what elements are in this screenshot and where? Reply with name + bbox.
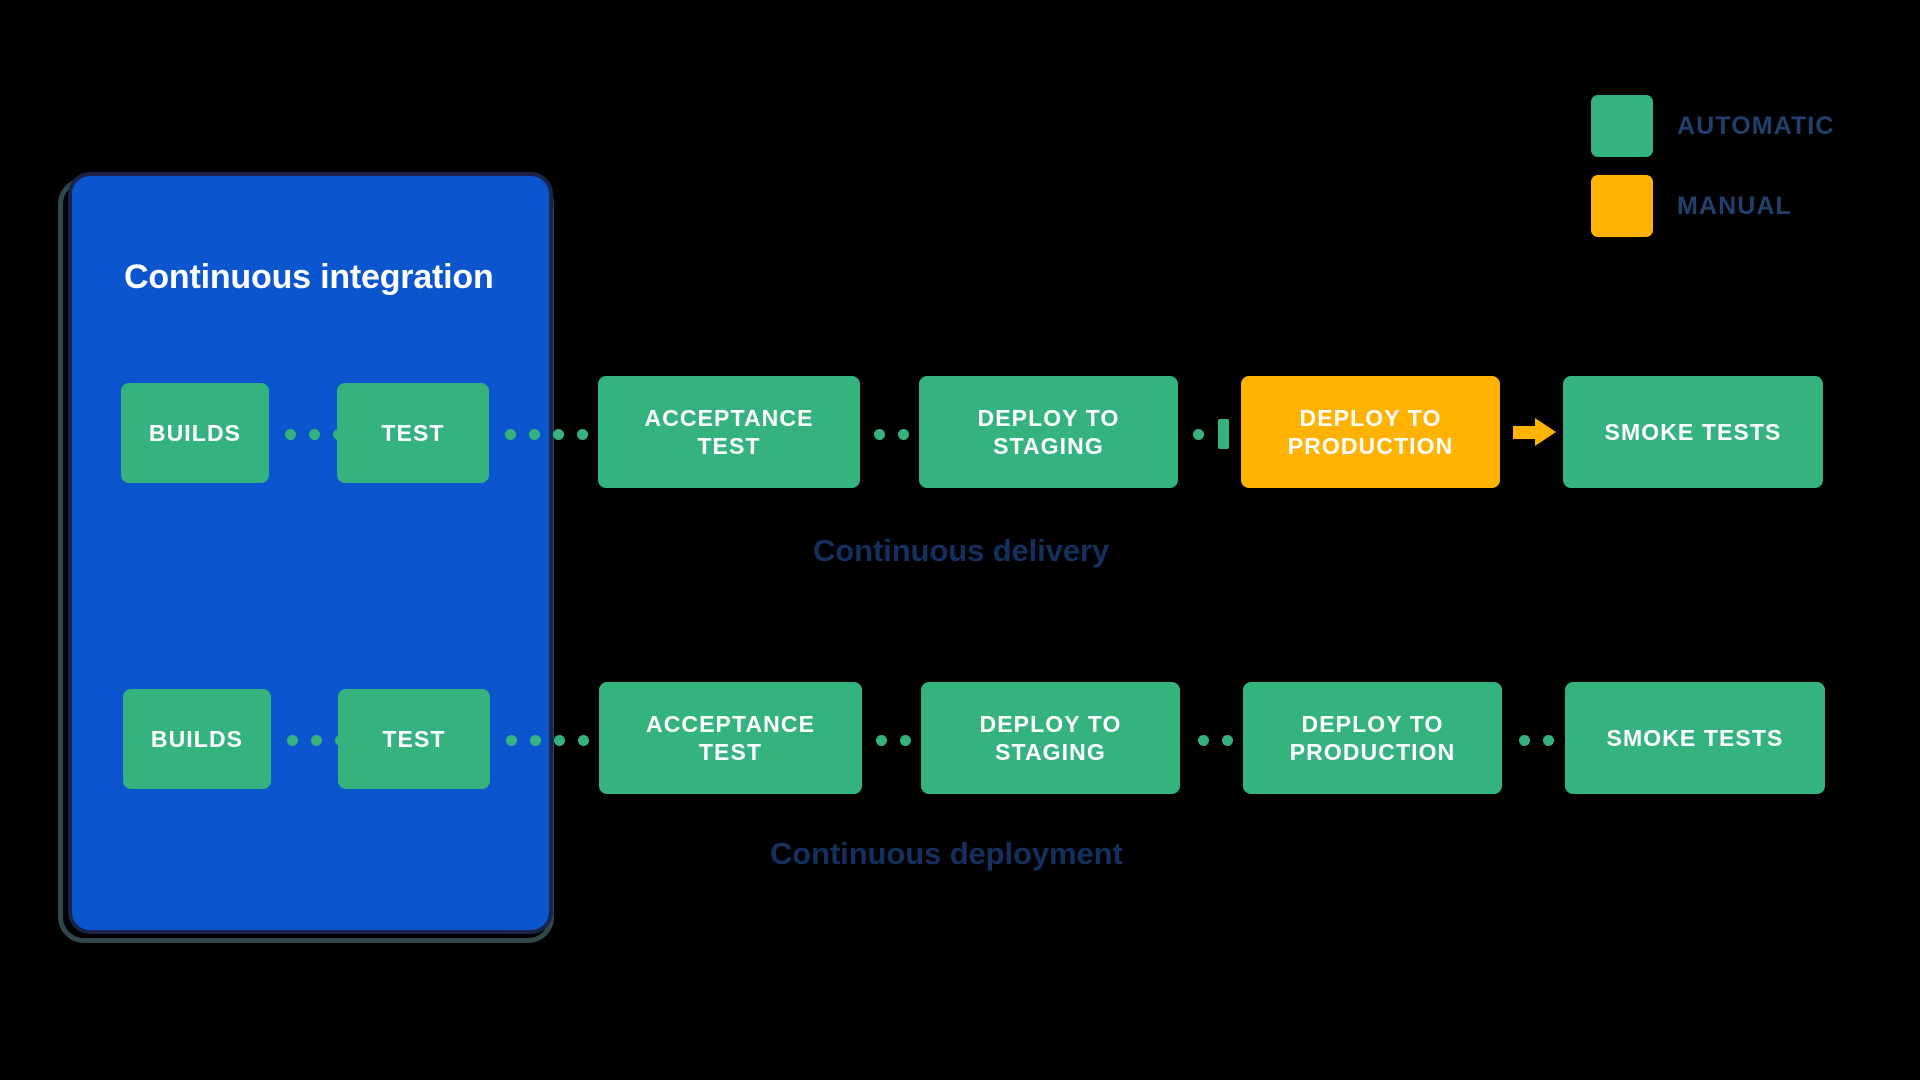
- stage-label: DEPLOY TO PRODUCTION: [1289, 710, 1456, 765]
- stage-label: TEST: [382, 725, 446, 752]
- legend-label-manual: MANUAL: [1677, 191, 1792, 220]
- stage-acceptance-test-delivery[interactable]: ACCEPTANCE TEST: [598, 376, 860, 488]
- stage-acceptance-test-deployment[interactable]: ACCEPTANCE TEST: [599, 682, 862, 794]
- stage-label: DEPLOY TO STAGING: [979, 710, 1122, 765]
- legend-item-automatic: AUTOMATIC: [1591, 95, 1835, 157]
- caption-continuous-delivery: Continuous delivery: [813, 533, 1110, 568]
- stage-label: ACCEPTANCE TEST: [645, 710, 816, 765]
- stage-deploy-production-delivery[interactable]: DEPLOY TO PRODUCTION: [1241, 376, 1500, 488]
- stage-label: DEPLOY TO PRODUCTION: [1287, 404, 1454, 459]
- ci-panel: [68, 172, 553, 934]
- connector-production-smoke-arrow-delivery: [1513, 418, 1556, 446]
- stage-label: BUILDS: [150, 725, 244, 752]
- ci-panel-title: Continuous integration: [124, 258, 494, 296]
- stage-test-delivery[interactable]: TEST: [337, 383, 489, 483]
- stage-builds-delivery[interactable]: BUILDS: [121, 383, 269, 483]
- stage-label: SMOKE TESTS: [1604, 418, 1782, 445]
- stage-builds-deployment[interactable]: BUILDS: [123, 689, 271, 789]
- legend-swatch-manual: [1591, 175, 1653, 237]
- legend-label-automatic: AUTOMATIC: [1677, 111, 1835, 140]
- stage-test-deployment[interactable]: TEST: [338, 689, 490, 789]
- stage-deploy-staging-delivery[interactable]: DEPLOY TO STAGING: [919, 376, 1178, 488]
- stage-smoke-tests-delivery[interactable]: SMOKE TESTS: [1563, 376, 1823, 488]
- arrow-shaft: [1513, 425, 1535, 439]
- stage-deploy-staging-deployment[interactable]: DEPLOY TO STAGING: [921, 682, 1180, 794]
- stage-smoke-tests-deployment[interactable]: SMOKE TESTS: [1565, 682, 1825, 794]
- connector-staging-production-delivery: [1193, 419, 1229, 449]
- stage-label: BUILDS: [148, 419, 242, 446]
- stage-label: DEPLOY TO STAGING: [977, 404, 1120, 459]
- legend-swatch-automatic: [1591, 95, 1653, 157]
- stage-label: TEST: [381, 419, 445, 446]
- legend-item-manual: MANUAL: [1591, 175, 1792, 237]
- stage-label: ACCEPTANCE TEST: [644, 404, 814, 459]
- caption-continuous-deployment: Continuous deployment: [770, 836, 1123, 871]
- stage-deploy-production-deployment[interactable]: DEPLOY TO PRODUCTION: [1243, 682, 1502, 794]
- stage-label: SMOKE TESTS: [1606, 724, 1784, 751]
- arrow-head-icon: [1535, 418, 1556, 446]
